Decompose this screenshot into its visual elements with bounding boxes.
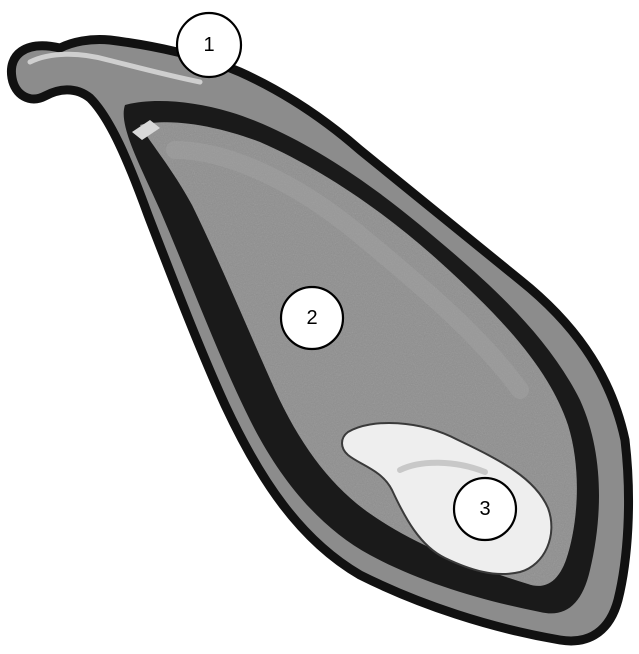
marker-1-label: 1	[203, 34, 214, 56]
marker-3-label: 3	[479, 498, 490, 520]
marker-2-label: 2	[306, 307, 317, 329]
marker-1: 1	[177, 13, 241, 77]
marker-3: 3	[454, 478, 516, 540]
marker-2: 2	[281, 287, 343, 349]
